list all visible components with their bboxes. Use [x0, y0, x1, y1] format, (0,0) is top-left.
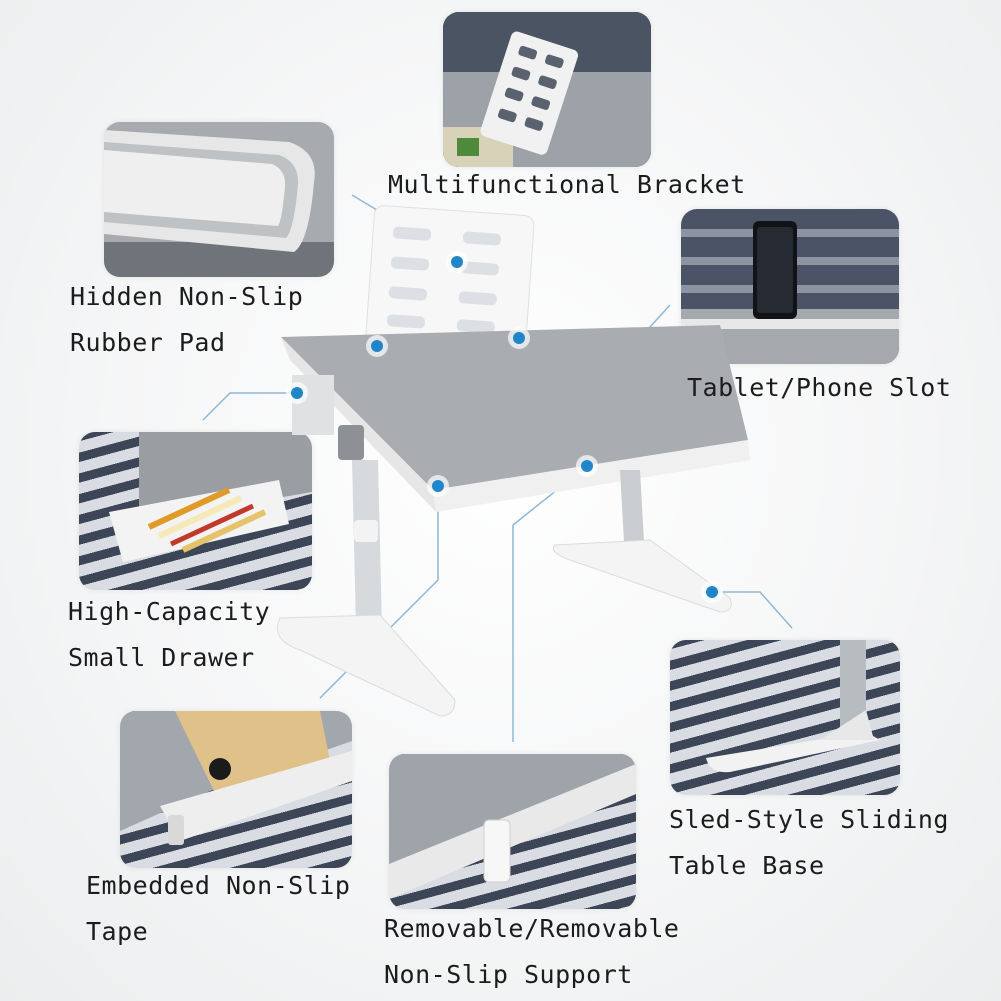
- tape-photo: [120, 711, 352, 868]
- label-hidden-rubber-pad: Hidden Non-Slip Rubber Pad: [70, 274, 303, 366]
- label-line: Table Base: [669, 851, 825, 880]
- label-line: Sled-Style Sliding: [669, 805, 949, 834]
- sled-base-photo-image: [706, 640, 880, 773]
- sled-base-photo: [670, 640, 900, 795]
- desk-top: [281, 325, 748, 490]
- label-line: Non-Slip Support: [384, 960, 633, 989]
- bracket-photo: [443, 12, 651, 167]
- label-line: Tape: [86, 917, 149, 946]
- rubber-pad-photo-image: [104, 122, 334, 277]
- tape-photo-image: [120, 711, 352, 845]
- phone-slot-photo-image: [681, 209, 899, 364]
- label-line: Rubber Pad: [70, 328, 226, 357]
- label-multifunctional-bracket: Multifunctional Bracket: [388, 162, 746, 208]
- phone-slot-photo: [681, 209, 899, 364]
- label-line: Tablet/Phone Slot: [687, 373, 952, 402]
- label-line: Small Drawer: [68, 643, 255, 672]
- label-line: Hidden Non-Slip: [70, 282, 304, 311]
- support-photo: [389, 754, 636, 909]
- label-line: High-Capacity: [68, 597, 271, 626]
- label-phone-slot: Tablet/Phone Slot: [687, 365, 951, 411]
- support-photo-image: [389, 754, 636, 899]
- label-sled-base: Sled-Style Sliding Table Base: [669, 797, 949, 889]
- desk-bracket: [365, 205, 535, 356]
- drawer-photo: [79, 432, 312, 590]
- label-line: Embedded Non-Slip: [86, 871, 351, 900]
- label-line: Multifunctional Bracket: [388, 170, 746, 199]
- rubber-pad-photo: [104, 122, 334, 277]
- callout-dots: [286, 251, 723, 603]
- drawer-photo-image: [109, 432, 312, 562]
- label-removable-support: Removable/Removable Non-Slip Support: [384, 906, 679, 998]
- label-embedded-tape: Embedded Non-Slip Tape: [86, 863, 350, 955]
- bracket-photo-image: [443, 12, 651, 167]
- label-small-drawer: High-Capacity Small Drawer: [68, 589, 270, 681]
- label-line: Removable/Removable: [384, 914, 680, 943]
